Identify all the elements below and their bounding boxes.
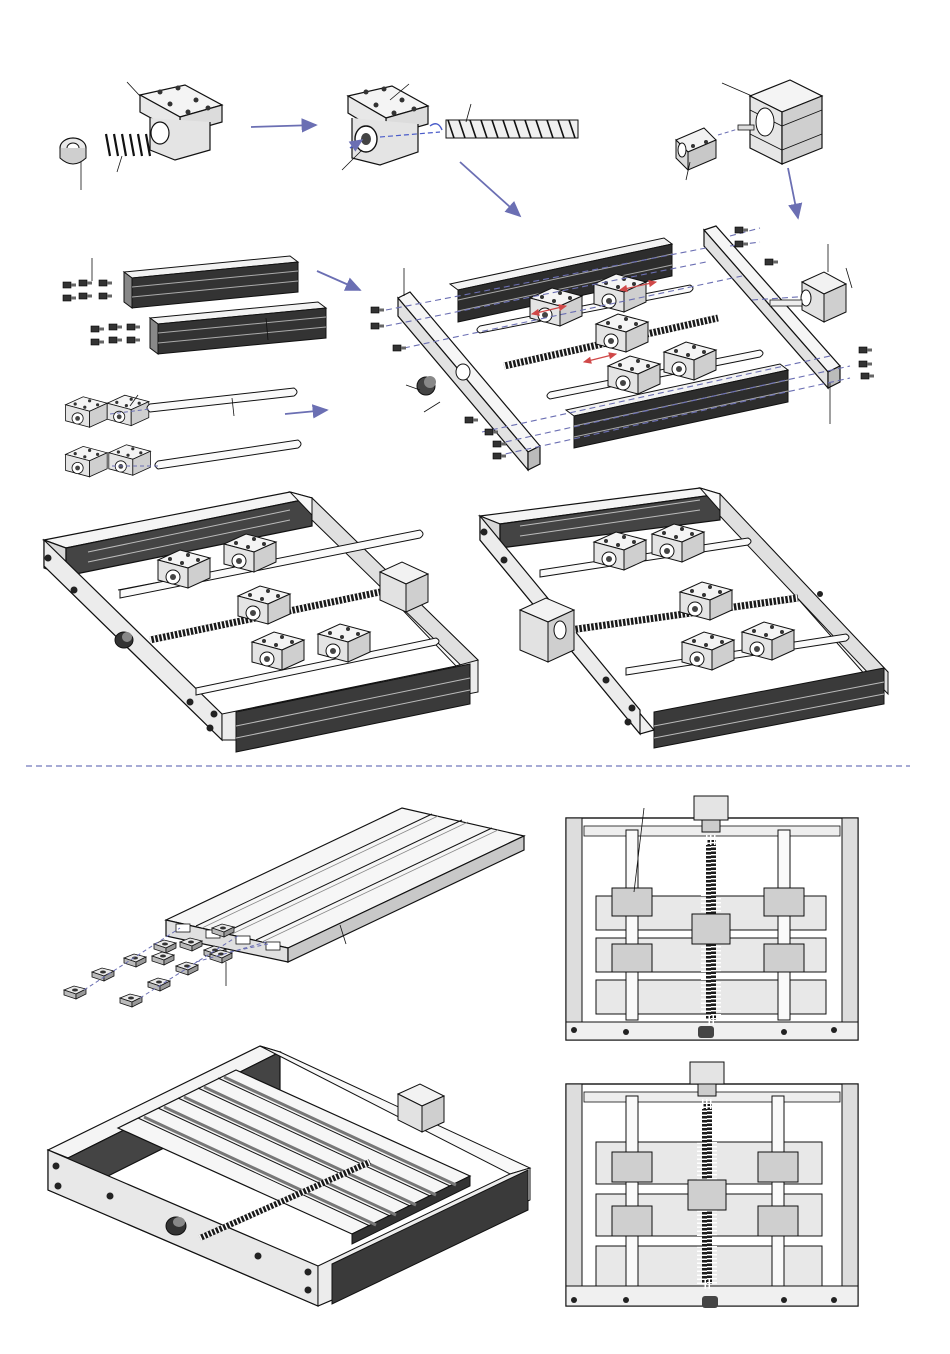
stepper-motor-icon [520, 598, 574, 662]
aluminium-profile-icon [124, 256, 298, 308]
left-parts [63, 256, 326, 477]
bearing-seat-icon [140, 85, 222, 160]
nut-icon [60, 138, 86, 164]
linear-rod-icon [147, 388, 301, 469]
arrow-step1-to-step2 [251, 125, 316, 127]
arrow-profiles-to-frame [317, 271, 360, 290]
stepper-motor-icon [380, 562, 428, 612]
table-plate-assembly [64, 808, 524, 1007]
assembled-frame-left [44, 492, 478, 752]
top-view-narrow-blocks [566, 1062, 858, 1308]
lead-screw-icon [446, 120, 578, 138]
exploded-frame [371, 226, 874, 470]
bearing-block-icon [66, 395, 151, 477]
arrow-motor-to-frame [788, 168, 798, 218]
slide-direction-arrow [584, 354, 616, 362]
top-view-wide-blocks [566, 796, 858, 1040]
bearing-seat-icon [348, 86, 428, 165]
arrow-step2-to-frame [460, 162, 520, 216]
stepper-motor-icon [398, 1084, 444, 1132]
step-1-assembly [60, 82, 222, 190]
step-2-assembly [342, 84, 578, 170]
aluminium-profile-icon [150, 302, 326, 354]
spring-icon [104, 134, 150, 156]
assembled-frame-right [480, 488, 888, 748]
arrow-rods-to-frame [285, 410, 327, 414]
step-3-assembly [676, 80, 822, 180]
stepper-motor-icon [738, 80, 822, 164]
slotted-table-icon [166, 808, 524, 962]
coupling-icon [676, 128, 716, 170]
table-mounted-iso-view [48, 1046, 530, 1306]
